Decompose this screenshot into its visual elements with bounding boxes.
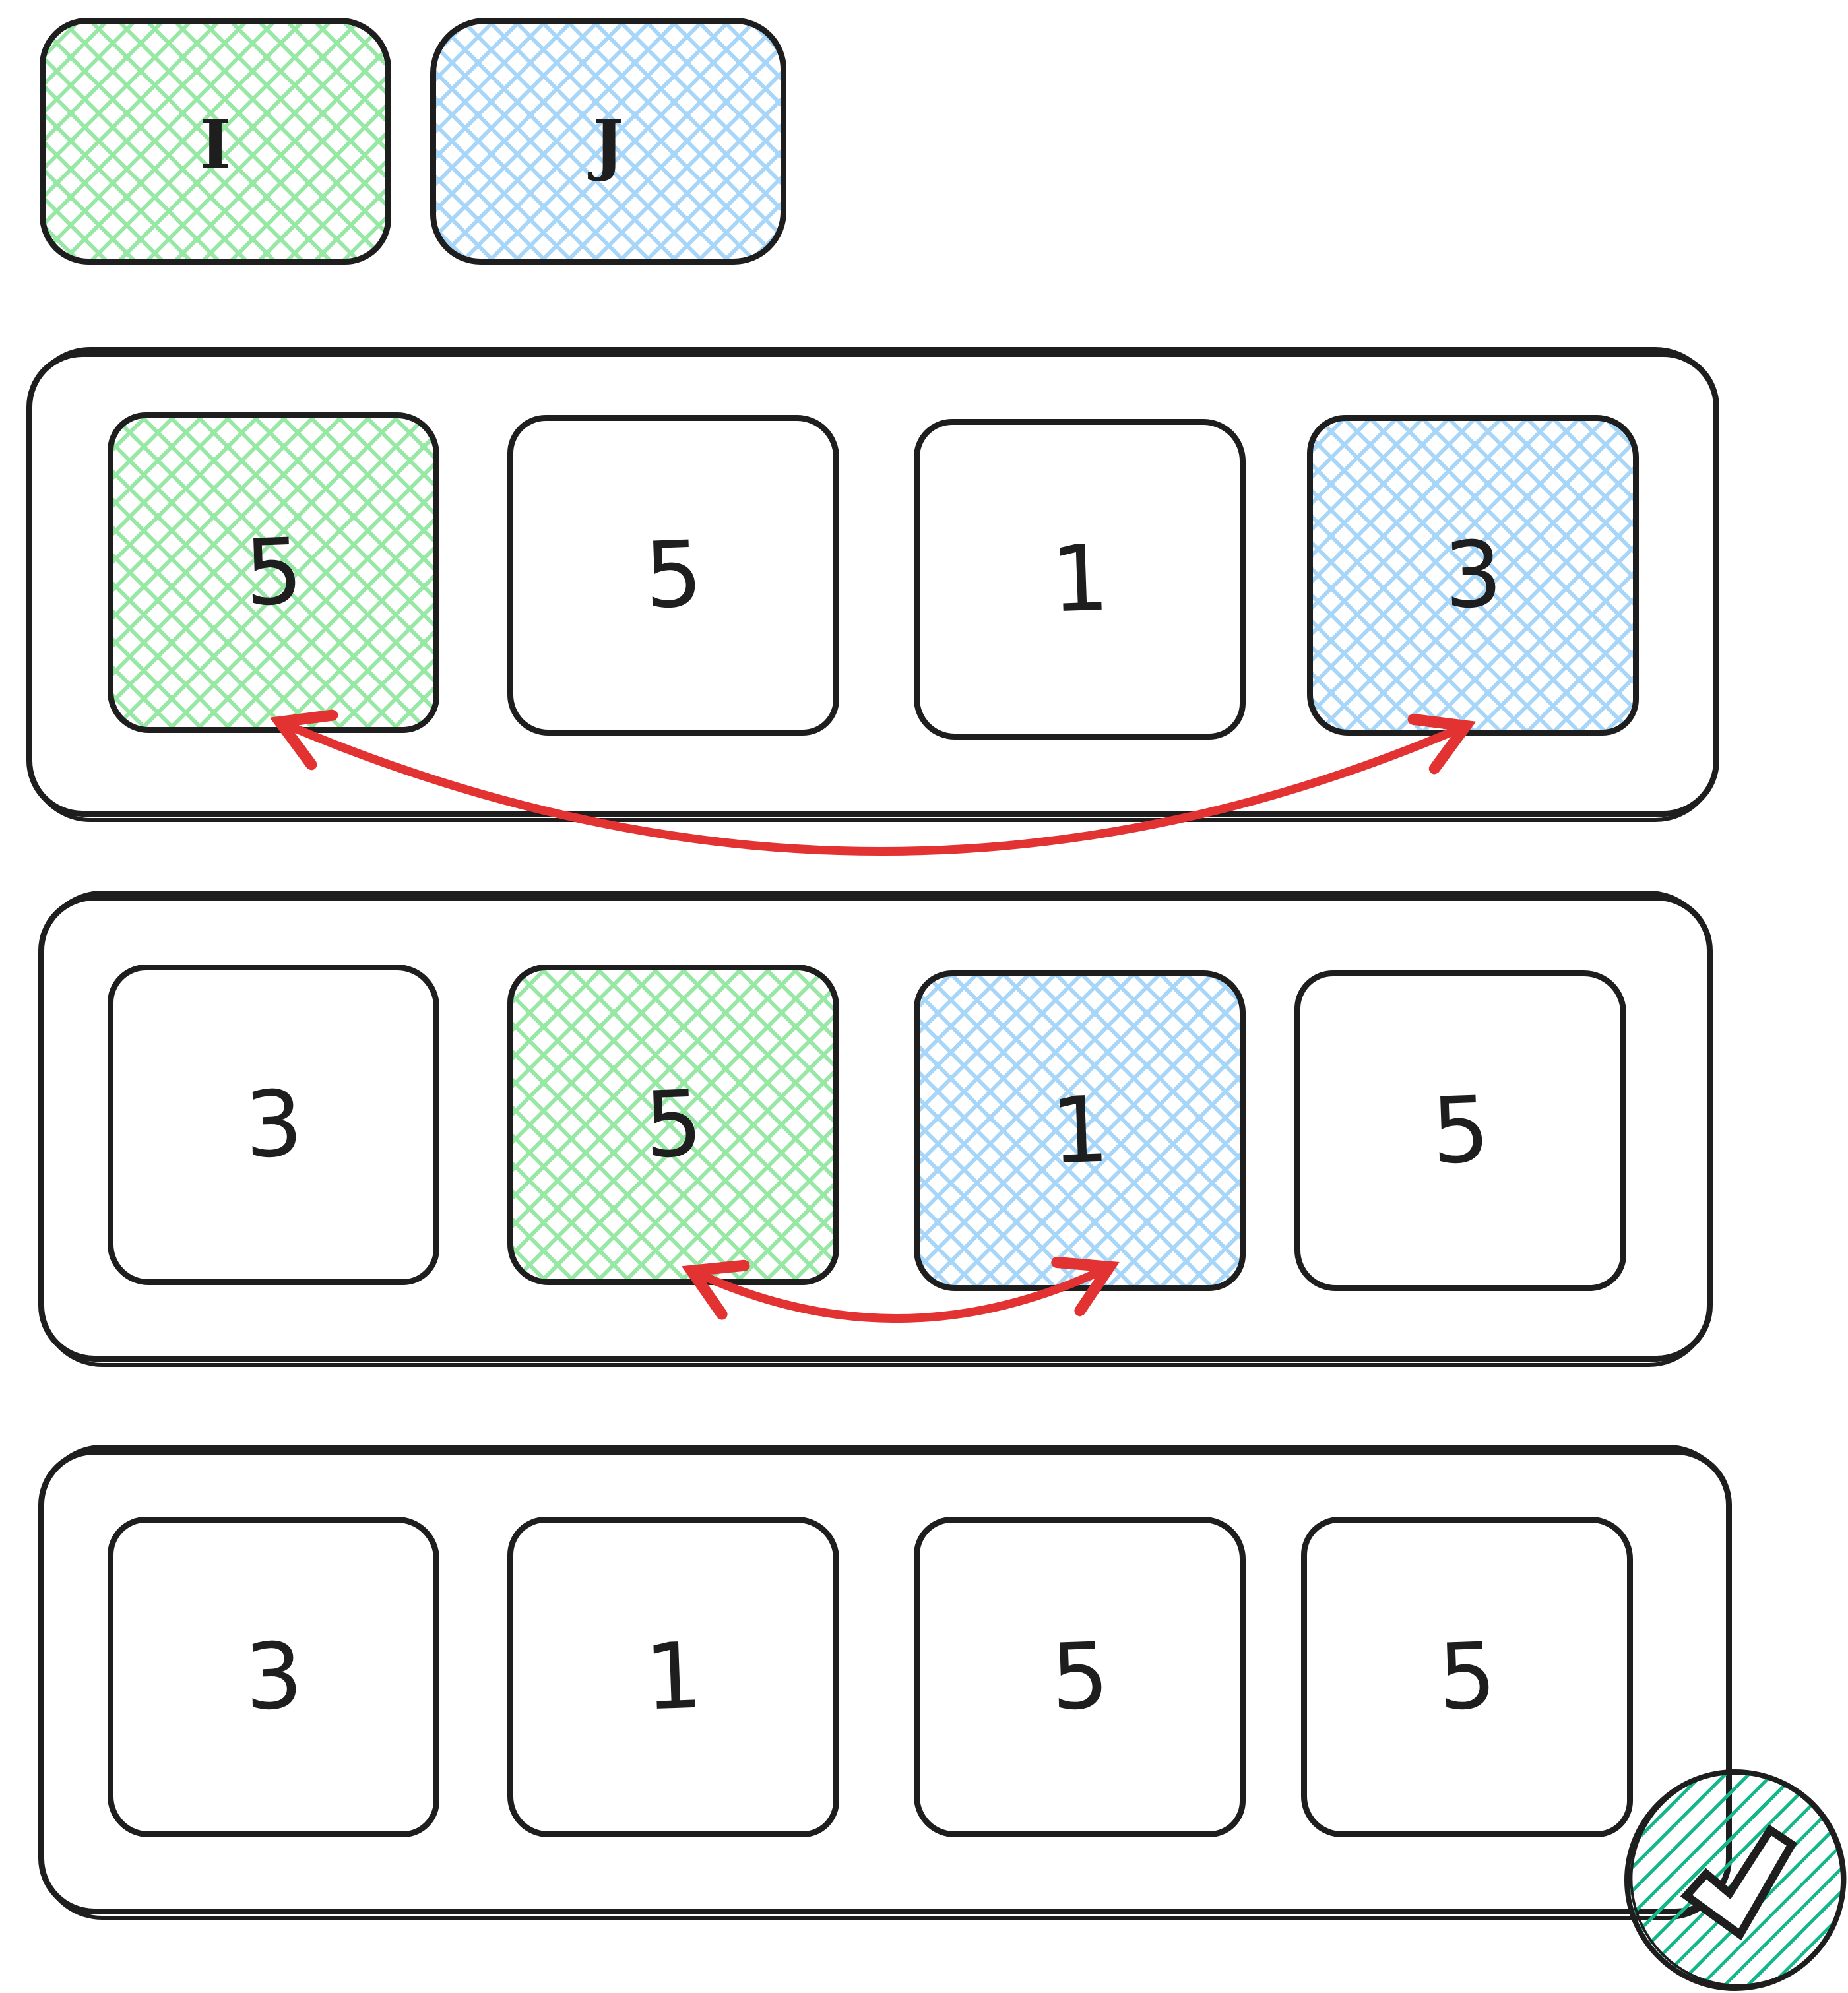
legend-box-j[interactable]: J — [430, 18, 786, 265]
cell-value: 5 — [642, 1070, 705, 1179]
cell-r1-c2[interactable]: 5 — [507, 415, 839, 736]
cell-r3-c2[interactable]: 1 — [507, 1517, 839, 1837]
array-row-1[interactable]: 5 5 1 3 — [26, 347, 1719, 822]
array-row-2[interactable]: 3 5 1 5 — [38, 891, 1713, 1367]
cell-value: 5 — [1429, 1076, 1492, 1185]
cell-value: 3 — [242, 1622, 305, 1731]
cell-r2-c1[interactable]: 3 — [108, 965, 439, 1285]
cell-r1-c3[interactable]: 1 — [914, 419, 1246, 740]
cell-r3-c1[interactable]: 3 — [108, 1517, 439, 1837]
cell-r1-c4[interactable]: 3 — [1307, 415, 1639, 736]
cell-r2-c4[interactable]: 5 — [1294, 970, 1626, 1291]
done-check-circle[interactable] — [1624, 1769, 1846, 1991]
checkmark-icon — [1680, 1824, 1798, 1941]
legend-label-j: J — [592, 106, 624, 183]
array-row-3[interactable]: 3 1 5 5 — [38, 1445, 1732, 1920]
cell-value: 5 — [1048, 1622, 1111, 1731]
legend-label-i: I — [200, 106, 231, 183]
cell-value: 1 — [642, 1622, 705, 1731]
cell-value: 5 — [1436, 1622, 1498, 1731]
cell-r3-c3[interactable]: 5 — [914, 1517, 1246, 1837]
cell-value: 5 — [642, 521, 705, 629]
legend-box-i[interactable]: I — [40, 18, 391, 265]
cell-r1-c1[interactable]: 5 — [108, 412, 439, 733]
cell-r2-c3[interactable]: 1 — [914, 970, 1246, 1291]
cell-r2-c2[interactable]: 5 — [507, 965, 839, 1285]
cell-value: 1 — [1048, 1076, 1111, 1185]
cell-value: 3 — [242, 1070, 305, 1179]
cell-value: 1 — [1048, 524, 1111, 633]
cell-value: 3 — [1442, 521, 1504, 629]
cell-value: 5 — [242, 518, 305, 627]
cell-r3-c4[interactable]: 5 — [1301, 1517, 1633, 1837]
